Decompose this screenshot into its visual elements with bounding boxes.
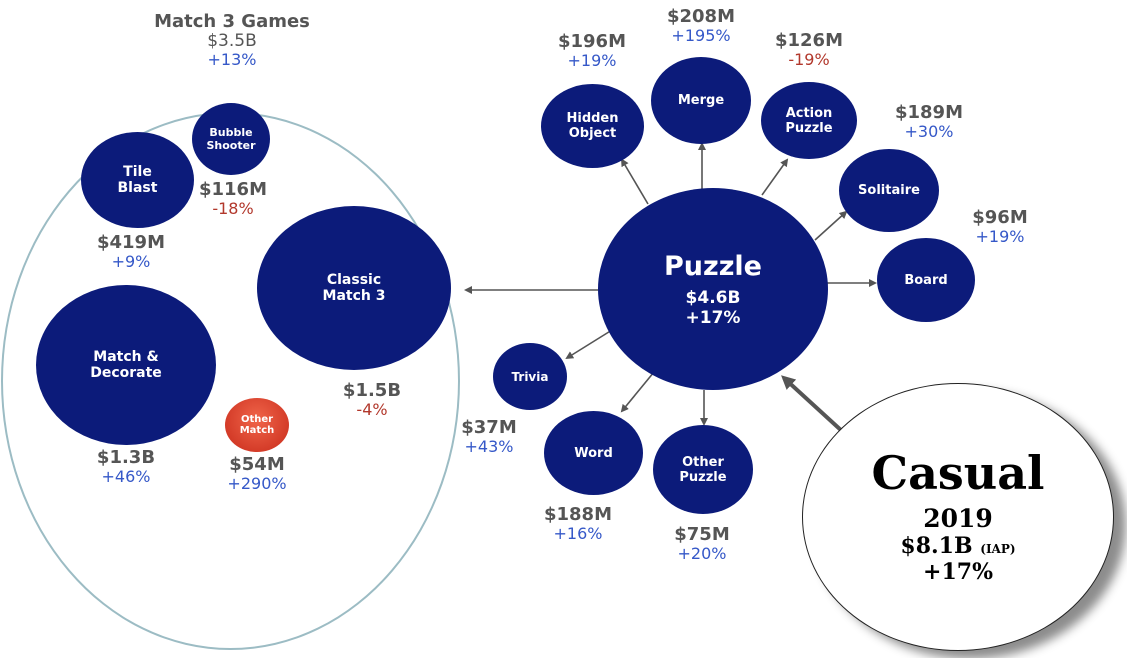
word-value: $188M	[543, 504, 612, 525]
match-decorate-bubble: Match & Decorate	[36, 285, 216, 445]
match3-title: Match 3 Games	[154, 11, 310, 32]
tile-blast-change: +9%	[111, 252, 151, 272]
merge-value: $208M	[666, 6, 735, 27]
arrow-to-word	[620, 371, 655, 413]
other-match-bubble: Other Match	[225, 398, 289, 452]
word-name: Word	[574, 445, 613, 461]
word-change: +16%	[553, 524, 603, 544]
board-bubble: Board	[877, 238, 975, 322]
casual-summary-circle: Casual 2019 $8.1B (IAP) +17%	[802, 383, 1114, 651]
other-match-name: Other Match	[239, 414, 275, 436]
arrow-to-action-puzzle	[761, 158, 789, 196]
trivia-name: Trivia	[511, 369, 549, 384]
bubble-shooter-change: -18%	[212, 199, 254, 219]
solitaire-bubble: Solitaire	[839, 149, 939, 232]
action-puzzle-stats: $126M -19%	[764, 30, 854, 70]
tile-blast-bubble: Tile Blast	[81, 132, 194, 228]
other-match-stats: $54M +290%	[212, 454, 302, 494]
merge-bubble: Merge	[651, 57, 751, 144]
bubble-shooter-stats: $116M -18%	[188, 179, 278, 219]
other-puzzle-name: Other Puzzle	[679, 454, 727, 485]
trivia-change: +43%	[464, 437, 514, 457]
classic-match3-name: Classic Match 3	[322, 272, 386, 304]
hidden-object-value: $196M	[557, 31, 626, 52]
casual-note: (IAP)	[980, 541, 1016, 556]
trivia-stats: $37M +43%	[444, 417, 534, 457]
tile-blast-name: Tile Blast	[117, 164, 158, 196]
solitaire-value: $189M	[894, 102, 963, 123]
merge-stats: $208M +195%	[656, 6, 746, 46]
other-match-change: +290%	[227, 474, 287, 494]
action-puzzle-value: $126M	[774, 30, 843, 51]
merge-change: +195%	[671, 26, 731, 46]
puzzle-value: $4.6B	[685, 287, 741, 308]
match3-value: $3.5B	[207, 31, 257, 52]
casual-value-row: $8.1B (IAP)	[900, 533, 1015, 559]
puzzle-center-bubble: Puzzle $4.6B +17%	[598, 188, 828, 390]
other-match-value: $54M	[229, 454, 285, 475]
bubble-shooter-bubble: Bubble Shooter	[192, 103, 270, 175]
solitaire-name: Solitaire	[858, 183, 920, 198]
classic-match3-stats: $1.5B -4%	[327, 380, 417, 420]
other-puzzle-value: $75M	[674, 524, 730, 545]
arrow-casual-to-puzzle	[781, 375, 845, 434]
casual-title: Casual	[871, 446, 1045, 501]
hidden-object-name: Hidden Object	[566, 111, 619, 141]
bubble-shooter-name: Bubble Shooter	[206, 126, 256, 152]
action-puzzle-name: Action Puzzle	[785, 105, 833, 136]
arrow-to-trivia	[565, 329, 613, 360]
action-puzzle-change: -19%	[788, 50, 830, 70]
trivia-bubble: Trivia	[493, 343, 567, 410]
tile-blast-value: $419M	[96, 232, 165, 253]
other-puzzle-bubble: Other Puzzle	[653, 425, 753, 514]
casual-change: +17%	[923, 558, 993, 585]
arrow-to-hidden-object	[620, 158, 649, 205]
action-puzzle-bubble: Action Puzzle	[761, 82, 857, 159]
hidden-object-change: +19%	[567, 51, 617, 71]
tile-blast-stats: $419M +9%	[86, 232, 176, 272]
match-decorate-name: Match & Decorate	[90, 349, 162, 381]
board-name: Board	[904, 272, 948, 288]
hidden-object-stats: $196M +19%	[547, 31, 637, 71]
board-change: +19%	[975, 227, 1025, 247]
word-stats: $188M +16%	[533, 504, 623, 544]
puzzle-title: Puzzle	[663, 250, 762, 282]
arrow-to-solitaire	[814, 210, 848, 241]
trivia-value: $37M	[461, 417, 517, 438]
hidden-object-bubble: Hidden Object	[541, 84, 644, 168]
match3-header: Match 3 Games $3.5B +13%	[132, 11, 332, 70]
other-puzzle-stats: $75M +20%	[657, 524, 747, 564]
board-value: $96M	[972, 207, 1028, 228]
match-decorate-value: $1.3B	[96, 447, 156, 468]
classic-match3-change: -4%	[356, 400, 388, 420]
merge-name: Merge	[677, 93, 725, 108]
casual-value: $8.1B	[900, 532, 973, 559]
classic-match3-bubble: Classic Match 3	[257, 206, 451, 370]
bubble-shooter-value: $116M	[198, 179, 267, 200]
classic-match3-value: $1.5B	[342, 380, 402, 401]
puzzle-change: +17%	[685, 307, 741, 328]
match3-change: +13%	[207, 50, 257, 70]
match-decorate-change: +46%	[101, 467, 151, 487]
casual-year: 2019	[923, 503, 993, 533]
other-puzzle-change: +20%	[677, 544, 727, 564]
solitaire-change: +30%	[904, 122, 954, 142]
word-bubble: Word	[544, 411, 643, 495]
solitaire-stats: $189M +30%	[884, 102, 974, 142]
board-stats: $96M +19%	[955, 207, 1045, 247]
match-decorate-stats: $1.3B +46%	[81, 447, 171, 487]
